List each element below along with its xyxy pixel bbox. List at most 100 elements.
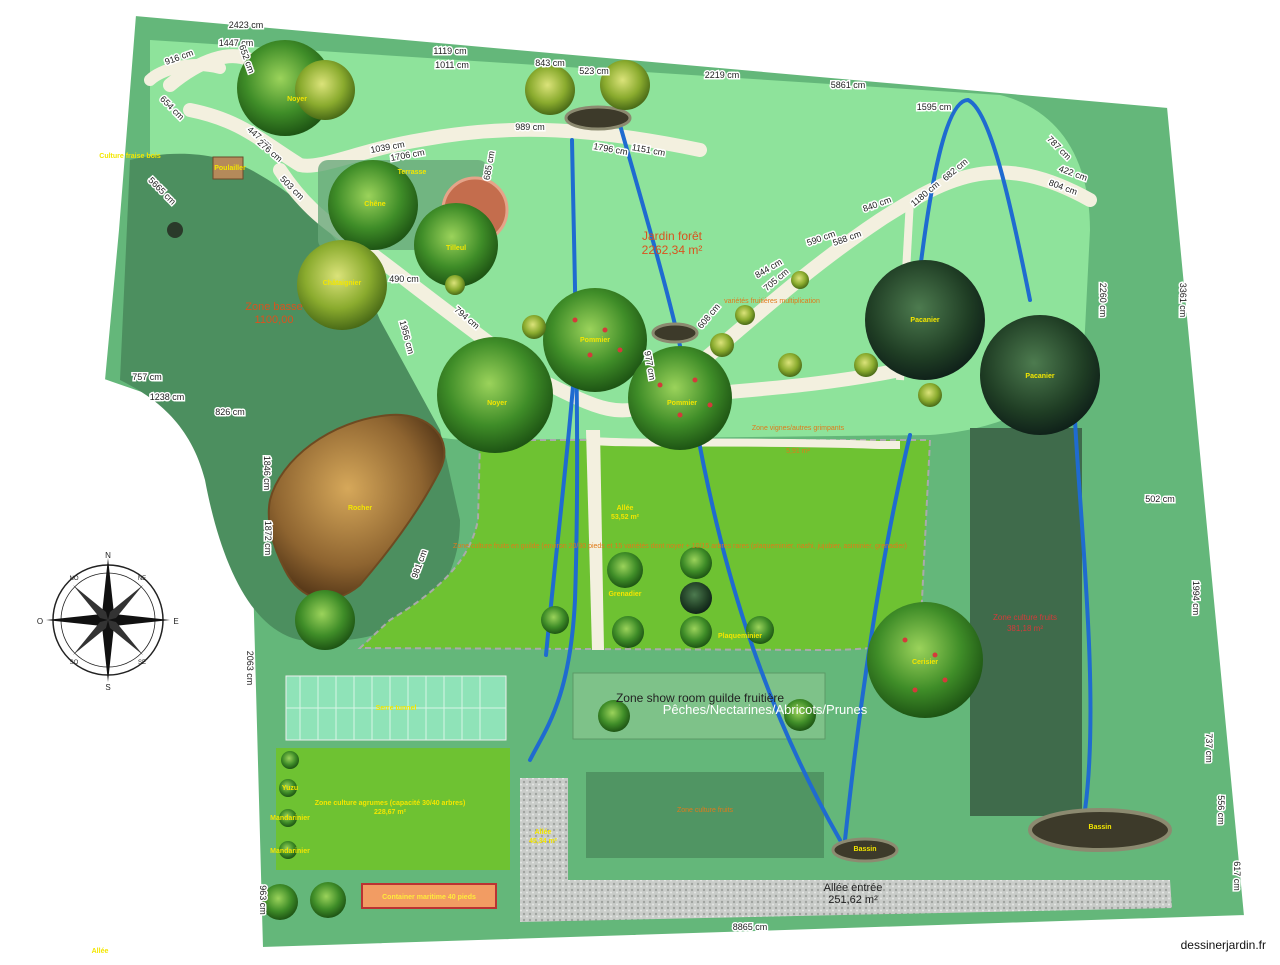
shrub-16 — [522, 315, 546, 339]
shrub-1 — [607, 552, 643, 588]
label-mandarinier-1: Mandarinier — [270, 815, 310, 822]
shrub-11 — [279, 779, 297, 797]
shrub-18 — [778, 353, 802, 377]
label-poulailler: Poulailler — [214, 165, 246, 172]
low-zone-area: 1100,00 — [255, 314, 294, 326]
label-grenadier: Grenadier — [608, 591, 641, 598]
tree-pommier-2 — [628, 346, 732, 450]
alley-bottom-label: Allée — [92, 948, 109, 955]
dimension-label: 1447 cm — [219, 38, 254, 48]
rock — [267, 413, 446, 601]
shrub-12 — [279, 809, 297, 827]
label-noyer-center: Noyer — [487, 400, 507, 407]
shrub-4 — [680, 616, 712, 648]
low-zone-title: Zone basse — [245, 301, 302, 313]
fruit-bed-area: 381,18 m² — [1007, 624, 1043, 633]
compass-ne: NE — [138, 576, 146, 582]
entry-area: 251,62 m² — [828, 894, 878, 906]
shrub-20 — [735, 305, 755, 325]
citrus-area: 228,67 m² — [374, 809, 407, 816]
dimension-label: 1872 cm — [263, 521, 273, 556]
dimension-label: 826 cm — [215, 407, 245, 417]
label-pommier-1: Pommier — [580, 337, 610, 344]
dimension-label: 617 cm — [1232, 861, 1242, 891]
dimension-label: 2063 cm — [245, 651, 255, 686]
label-yuzu: Yuzu — [282, 785, 298, 792]
citrus-label: Zone culture agrumes (capacité 30/40 arb… — [315, 800, 466, 807]
tree-pacanier-2 — [980, 315, 1100, 435]
label-chataignier: Châtaignier — [323, 280, 362, 287]
dimension-label: 757 cm — [132, 372, 162, 382]
shrub-13 — [279, 841, 297, 859]
north-path — [144, 59, 226, 86]
long-note: Zone culture fruits en guilde (environ 2… — [453, 543, 907, 550]
container-label: Container maritime 40 pieds — [382, 894, 476, 901]
greenhouse-label: Serre tunnel — [376, 705, 417, 712]
shrub-15 — [310, 882, 346, 918]
label-bassin-2: Bassin — [1089, 824, 1112, 831]
shrub-2 — [680, 547, 712, 579]
terrace-label: Terrasse — [398, 169, 427, 176]
compass-so: SO — [70, 660, 79, 666]
pond-mid — [651, 322, 699, 344]
label-bassin-1: Bassin — [854, 846, 877, 853]
stream-6 — [1073, 418, 1093, 812]
stream-5 — [918, 97, 1032, 302]
alley-left-area: 45,34 m² — [529, 838, 558, 845]
label-cerisier: Cerisier — [912, 659, 938, 666]
showroom-label: Zone show room guilde fruitière — [616, 691, 784, 705]
tree-pommier-1 — [543, 288, 647, 392]
dimension-label: 1238 cm — [150, 392, 185, 402]
tree-pacanier-1 — [865, 260, 985, 380]
fruit-path — [588, 436, 900, 449]
dimension-label: 1846 cm — [262, 456, 272, 491]
pond-south — [831, 837, 899, 863]
dimension-label: 8865 cm — [733, 922, 768, 932]
dimension-label: 2260 cm — [1098, 283, 1108, 318]
citrus-zone — [276, 748, 510, 870]
central-path — [586, 430, 604, 650]
shrub-9 — [784, 699, 816, 731]
fruit-dots — [572, 317, 948, 693]
varietes-label: variétés fruitières multiplication — [724, 298, 820, 305]
shrub-24 — [167, 222, 183, 238]
label-mandarinier-2: Mandarinier — [270, 848, 310, 855]
pond-north — [564, 105, 632, 131]
dimension-label: 523 cm — [579, 66, 609, 76]
label-pommier-2: Pommier — [667, 400, 697, 407]
shrub-17 — [710, 333, 734, 357]
main-path — [163, 49, 707, 173]
dimension-label: 843 cm — [535, 58, 565, 68]
shrub-14 — [262, 884, 298, 920]
shrub-7 — [746, 616, 774, 644]
pond-east — [1028, 808, 1172, 852]
dimension-label: 989 cm — [515, 122, 545, 132]
vine-zone-area: 5,91 m² — [786, 448, 810, 455]
shrub-19 — [854, 353, 878, 377]
fruit-bed — [970, 428, 1082, 816]
tree-chene — [328, 160, 418, 250]
lower-garden-zone — [586, 772, 824, 858]
tree-noyer-nw-2 — [295, 60, 355, 120]
vine-zone-label: Zone vignes/autres grimpants — [752, 425, 845, 432]
alley-mid-label: Allée — [617, 505, 634, 512]
shrub-8 — [598, 700, 630, 732]
dimension-label: 556 cm — [1216, 795, 1226, 825]
compass-se: SE — [138, 660, 146, 666]
alley-mid-area: 53,52 m² — [611, 514, 640, 521]
dimension-label: 5861 cm — [831, 80, 866, 90]
label-pacanier-2: Pacanier — [1025, 373, 1054, 380]
label-noyer-nw: Noyer — [287, 96, 307, 103]
entry-gravel — [520, 778, 1172, 922]
container — [361, 883, 497, 909]
brand-watermark: dessinerjardin.fr — [1180, 938, 1266, 952]
dimension-label: 1119 cm — [433, 46, 466, 56]
shrub-21 — [791, 271, 809, 289]
shrub-6 — [541, 606, 569, 634]
dimension-label: 1595 cm — [917, 102, 952, 112]
fruit-bed-label: Zone culture fruits — [993, 613, 1057, 622]
tree-noyer-center — [437, 337, 553, 453]
dimension-label: 1994 cm — [1191, 581, 1201, 616]
